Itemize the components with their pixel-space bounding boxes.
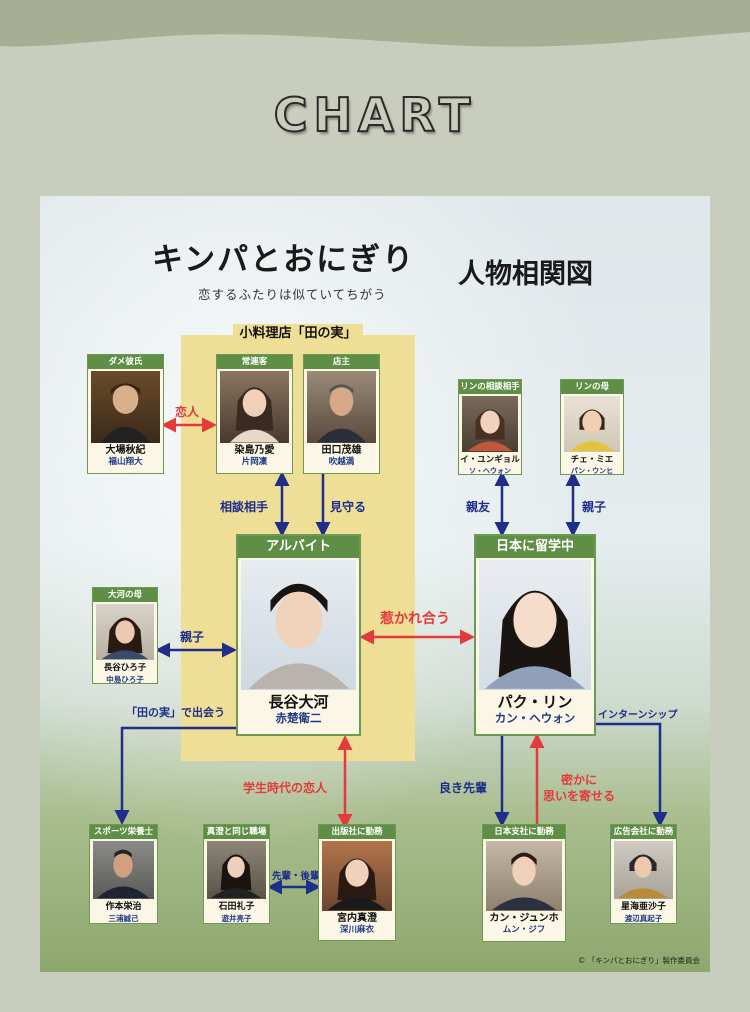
- group-label-text: 小料理店「田の実」: [233, 324, 363, 343]
- label-ex-lover: 学生時代の恋人: [243, 781, 328, 795]
- taiga-photo: [241, 560, 356, 690]
- card-actor: カン・ヘウォン: [494, 711, 576, 725]
- someshima-photo: [220, 371, 289, 443]
- card-role: 出版社に勤務: [319, 825, 395, 839]
- card-actor: 片岡凜: [241, 457, 268, 467]
- card-name: チェ・ミエ: [570, 455, 614, 465]
- copyright: © 「キンパとおにぎり」製作委員会: [577, 956, 700, 965]
- card-rin[interactable]: 日本に留学中 パク・リン カン・ヘウォン: [474, 534, 596, 736]
- junho-photo: [486, 841, 562, 911]
- card-role: 常連客: [217, 355, 292, 369]
- card-miyauchi[interactable]: 出版社に勤務 宮内真澄 深川麻衣: [318, 824, 396, 941]
- sakumoto-photo: [93, 841, 154, 899]
- card-actor: 中島ひろ子: [106, 675, 144, 684]
- rin-photo: [479, 560, 591, 690]
- card-ishida[interactable]: 真澄と同じ職場 石田礼子 遊井亮子: [203, 824, 270, 924]
- hiroko-photo: [96, 604, 154, 660]
- card-role: リンの相談相手: [459, 380, 521, 394]
- label-parent-taiga: 親子: [180, 630, 205, 644]
- card-role: 広告会社に勤務: [611, 825, 676, 839]
- card-actor: 深川麻衣: [339, 925, 374, 935]
- page-heading: CHART: [273, 87, 477, 143]
- card-actor: 渡辺真起子: [624, 914, 663, 923]
- card-role: リンの母: [561, 380, 623, 394]
- card-name: 田口茂雄: [321, 445, 362, 456]
- card-role: 大河の母: [93, 588, 157, 602]
- card-name: 長谷ひろ子: [103, 663, 147, 673]
- card-sakumoto[interactable]: スポーツ栄養士 作本栄治 三浦誠己: [89, 824, 158, 924]
- taguchi-photo: [307, 371, 376, 443]
- restaurant-group-label: 小料理店「田の実」: [181, 322, 415, 343]
- card-role: ダメ彼氏: [88, 355, 163, 369]
- top-wave-decoration: [0, 0, 750, 47]
- card-name: パク・リン: [497, 693, 573, 711]
- card-actor: 遊井亮子: [221, 914, 252, 923]
- card-hiroko[interactable]: 大河の母 長谷ひろ子 中島ひろ子: [92, 587, 158, 684]
- card-someshima[interactable]: 常連客 染島乃愛 片岡凜: [216, 354, 293, 474]
- card-actor: ソ・ヘウォン: [469, 467, 511, 475]
- label-best-friend: 親友: [466, 500, 491, 514]
- label-watch: 見守る: [330, 500, 367, 514]
- card-taiga[interactable]: アルバイト 長谷大河 赤楚衛二: [236, 534, 361, 736]
- card-actor: 吹越満: [328, 457, 355, 467]
- card-name: 石田礼子: [218, 902, 255, 912]
- label-intern: インターンシップ: [598, 710, 678, 721]
- card-role: スポーツ栄養士: [90, 825, 157, 839]
- ishida-photo: [207, 841, 266, 899]
- card-role: アルバイト: [238, 536, 359, 558]
- eunji-photo: [462, 396, 518, 452]
- label-met-at: 「田の実」で出会う: [126, 706, 225, 719]
- card-name: 宮内真澄: [337, 913, 377, 924]
- label-attracted: 惹かれ合う: [380, 611, 450, 627]
- ohba-photo: [91, 371, 160, 443]
- hoshimi-photo: [614, 841, 673, 899]
- label-consult: 相談相手: [220, 500, 269, 514]
- card-actor: ムン・ジフ: [502, 925, 546, 935]
- card-role: 店主: [304, 355, 379, 369]
- card-role: 日本支社に勤務: [483, 825, 565, 839]
- card-taguchi[interactable]: 店主 田口茂雄 吹越満: [303, 354, 380, 474]
- mie-photo: [564, 396, 620, 452]
- label-senior: 良き先輩: [439, 781, 488, 795]
- chart-subtitle: 人物相関図: [458, 259, 593, 290]
- card-actor: パン・ウンヒ: [570, 467, 614, 475]
- card-actor: 赤楚衛二: [275, 711, 322, 725]
- card-name: 長谷大河: [268, 693, 329, 711]
- card-junho[interactable]: 日本支社に勤務 カン・ジュンホ ムン・ジフ: [482, 824, 566, 942]
- card-name: カン・ジュンホ: [489, 913, 559, 924]
- card-name: イ・ユンギョル: [460, 455, 520, 465]
- card-role: 真澄と同じ職場: [204, 825, 269, 839]
- card-hoshimi[interactable]: 広告会社に勤務 星海亜沙子 渡辺真起子: [610, 824, 677, 924]
- drama-title: キンパとおにぎり: [152, 242, 416, 278]
- card-eunji[interactable]: リンの相談相手 イ・ユンギョル ソ・ヘウォン: [458, 379, 522, 475]
- card-name: 大場秋紀: [105, 445, 146, 456]
- tagline: 恋するふたりは似ていてちがう: [198, 287, 387, 302]
- card-actor: 三浦誠己: [108, 914, 139, 923]
- card-name: 作本栄治: [105, 902, 142, 912]
- label-parent-rin: 親子: [582, 500, 607, 514]
- relationship-chart-panel: キンパとおにぎり 人物相関図 恋するふたりは似ていてちがう 小料理店「田の実」: [40, 196, 710, 972]
- label-secret-love: 密かに 思いを寄せる: [543, 773, 616, 803]
- card-name: 染島乃愛: [234, 445, 275, 456]
- card-ohba[interactable]: ダメ彼氏 大場秋紀 福山翔大: [87, 354, 164, 474]
- label-lovers: 恋人: [175, 405, 200, 419]
- card-actor: 福山翔大: [108, 457, 143, 467]
- card-mie[interactable]: リンの母 チェ・ミエ パン・ウンヒ: [560, 379, 624, 475]
- miyauchi-photo: [322, 841, 392, 911]
- card-name: 星海亜沙子: [620, 902, 666, 912]
- card-role: 日本に留学中: [476, 536, 594, 558]
- label-senpai-kohai: 先輩・後輩: [272, 871, 320, 882]
- relationship-lines: [114, 417, 668, 895]
